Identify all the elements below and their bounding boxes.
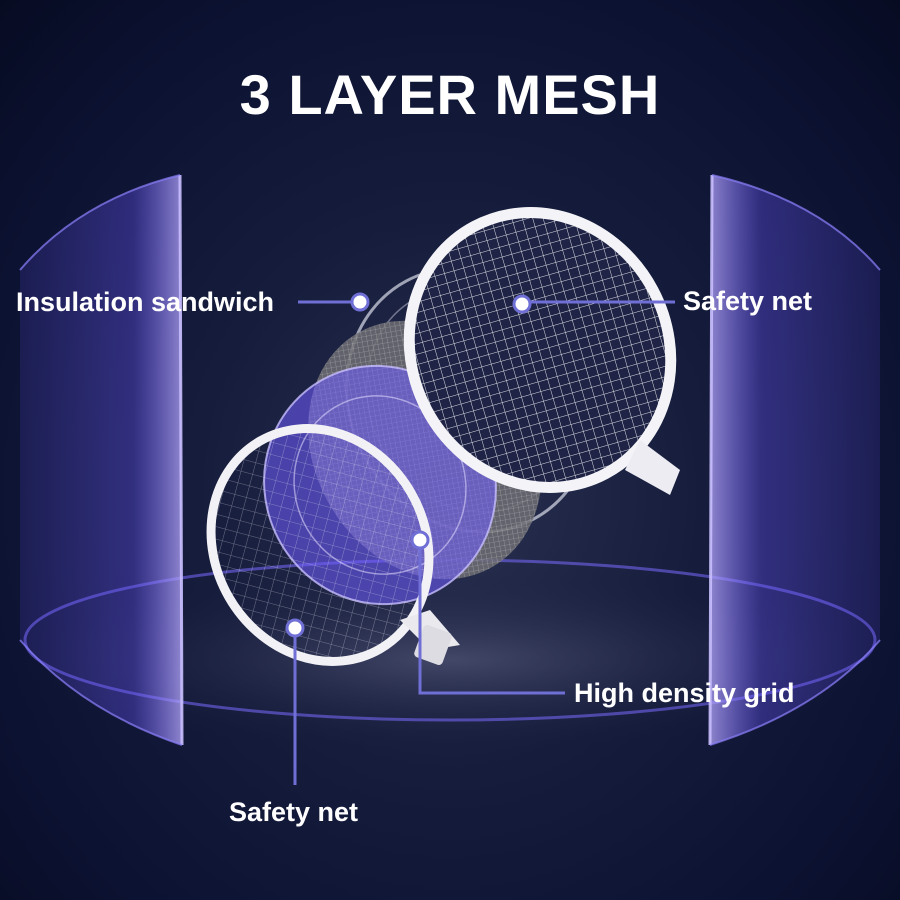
callout-lines (293, 300, 675, 785)
back-safety-net-frame (403, 207, 680, 495)
callout-label-safety-net-bottom: Safety net (229, 797, 359, 827)
callout-dot-insulation (350, 292, 370, 312)
front-safety-net-frame (206, 424, 460, 666)
callout-dot-safety-bottom (285, 618, 305, 638)
page-title: 3 LAYER MESH (239, 63, 661, 126)
left-glass-panel (19, 174, 184, 746)
callout-label-high-density: High density grid (574, 678, 795, 708)
callout-label-safety-net-right: Safety net (683, 286, 813, 316)
callout-label-insulation: Insulation sandwich (16, 287, 275, 317)
callout-dot-density (410, 530, 430, 550)
callout-dots (285, 292, 532, 638)
right-glass-panel (708, 174, 881, 746)
callout-line-density (418, 540, 565, 695)
floor-glow (20, 570, 880, 750)
callout-dot-safety-right (512, 294, 532, 314)
